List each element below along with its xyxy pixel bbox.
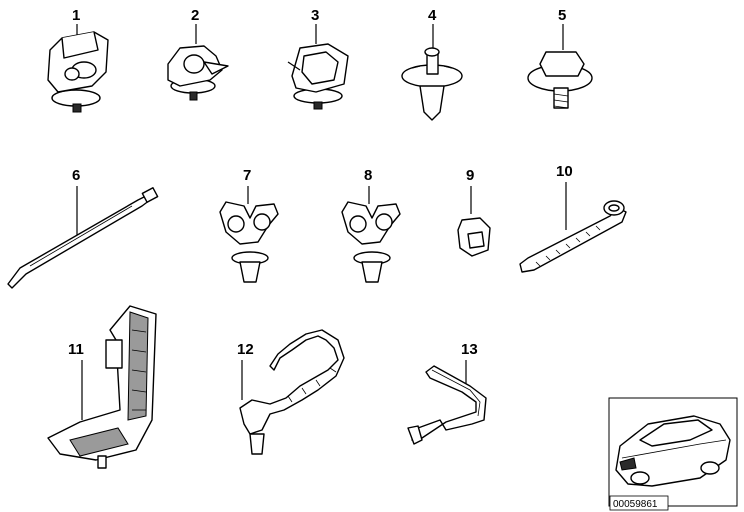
- part-7-double-clip: [219, 186, 279, 283]
- callout-13: 13: [461, 341, 478, 358]
- part-3-square-clip: [287, 24, 349, 110]
- callout-6: 6: [72, 167, 80, 184]
- callout-7: 7: [243, 167, 251, 184]
- part-12-chain-clip: [239, 329, 345, 455]
- callout-2: 2: [191, 7, 199, 24]
- callout-9: 9: [466, 167, 474, 184]
- part-1-cable-clip: [47, 24, 109, 113]
- callout-4: 4: [428, 7, 437, 24]
- part-6-cable-tie: [7, 186, 159, 289]
- callout-1: 1: [72, 7, 80, 24]
- callout-3: 3: [311, 7, 319, 24]
- part-5-screw: [527, 24, 593, 109]
- reference-number: 00059861: [613, 499, 658, 510]
- part-8-double-clip: [341, 186, 401, 283]
- part-4-push-rivet: [401, 24, 463, 121]
- part-13-wire-bracket: [407, 360, 487, 445]
- part-2-ring-clip: [167, 24, 229, 101]
- callout-5: 5: [558, 7, 566, 24]
- vehicle-reference-thumbnail: 00059861: [608, 397, 738, 511]
- part-10-cable-strap: [519, 182, 627, 273]
- part-9-small-clip: [457, 186, 491, 257]
- callout-12: 12: [237, 341, 254, 358]
- callout-11: 11: [68, 341, 84, 358]
- callout-10: 10: [556, 163, 573, 180]
- part-11-cable-channel: [47, 305, 157, 469]
- callout-8: 8: [364, 167, 372, 184]
